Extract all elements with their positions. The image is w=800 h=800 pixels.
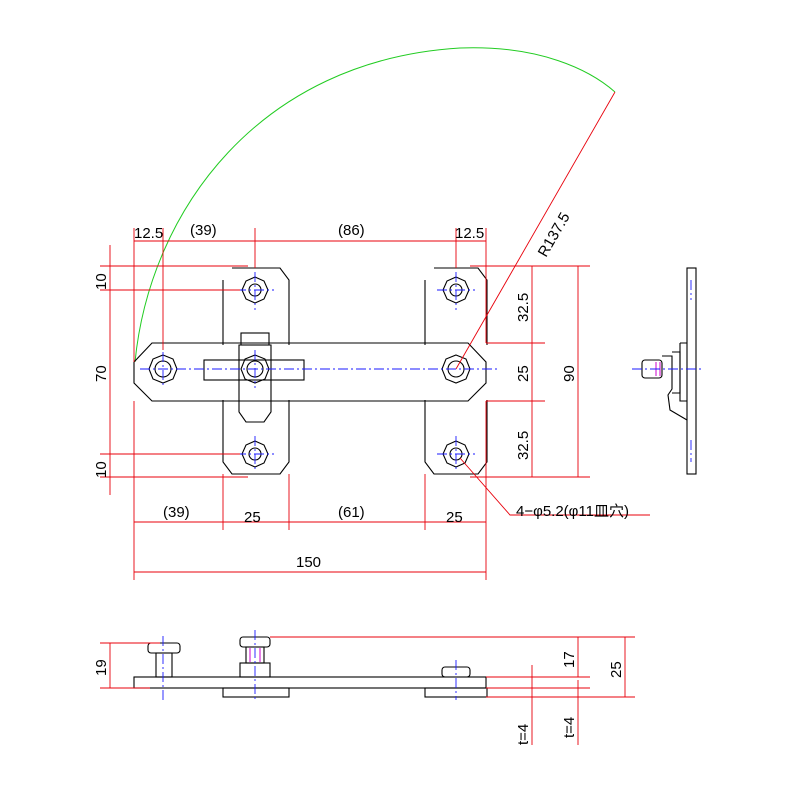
side-dimension-lines (100, 636, 635, 745)
dim-left-mid: 70 (93, 365, 110, 382)
dim-bottom-b: 25 (244, 509, 261, 526)
dim-right-c: 32.5 (515, 431, 532, 460)
front-view (133, 47, 616, 475)
slider-rod (203, 359, 305, 381)
dim-left-bottom: 10 (93, 461, 110, 478)
dim-right-b: 25 (515, 365, 532, 382)
left-plate (222, 267, 290, 475)
dim-side-25: 25 (608, 661, 625, 678)
dimension-lines (100, 91, 650, 580)
dim-side-left: 19 (93, 659, 110, 676)
right-side-view (632, 267, 702, 475)
dim-bottom-total: 150 (296, 554, 321, 571)
latch-bar (133, 342, 487, 402)
dim-side-t2: t=4 (561, 717, 578, 738)
swing-arc (134, 47, 616, 363)
centerlines (140, 272, 500, 472)
dim-side-17: 17 (561, 651, 578, 668)
dim-bottom-a: (39) (163, 504, 190, 521)
bottom-side-view (133, 630, 488, 700)
dim-top-a: 12.5 (134, 225, 163, 242)
knob-body (238, 344, 272, 423)
dim-top-b: (39) (190, 222, 217, 239)
dim-left-top: 10 (93, 273, 110, 290)
dim-top-d: 12.5 (455, 225, 484, 242)
dim-right-a: 32.5 (515, 293, 532, 322)
dim-right-total: 90 (561, 365, 578, 382)
dim-bottom-d: 25 (446, 509, 463, 526)
radius-label: R137.5 (535, 210, 574, 260)
hole-note: 4−φ5.2(φ11皿穴) (516, 503, 629, 520)
dim-top-c: (86) (338, 222, 365, 239)
dim-bottom-c: (61) (338, 504, 365, 521)
dim-side-t1: t=4 (515, 724, 532, 745)
